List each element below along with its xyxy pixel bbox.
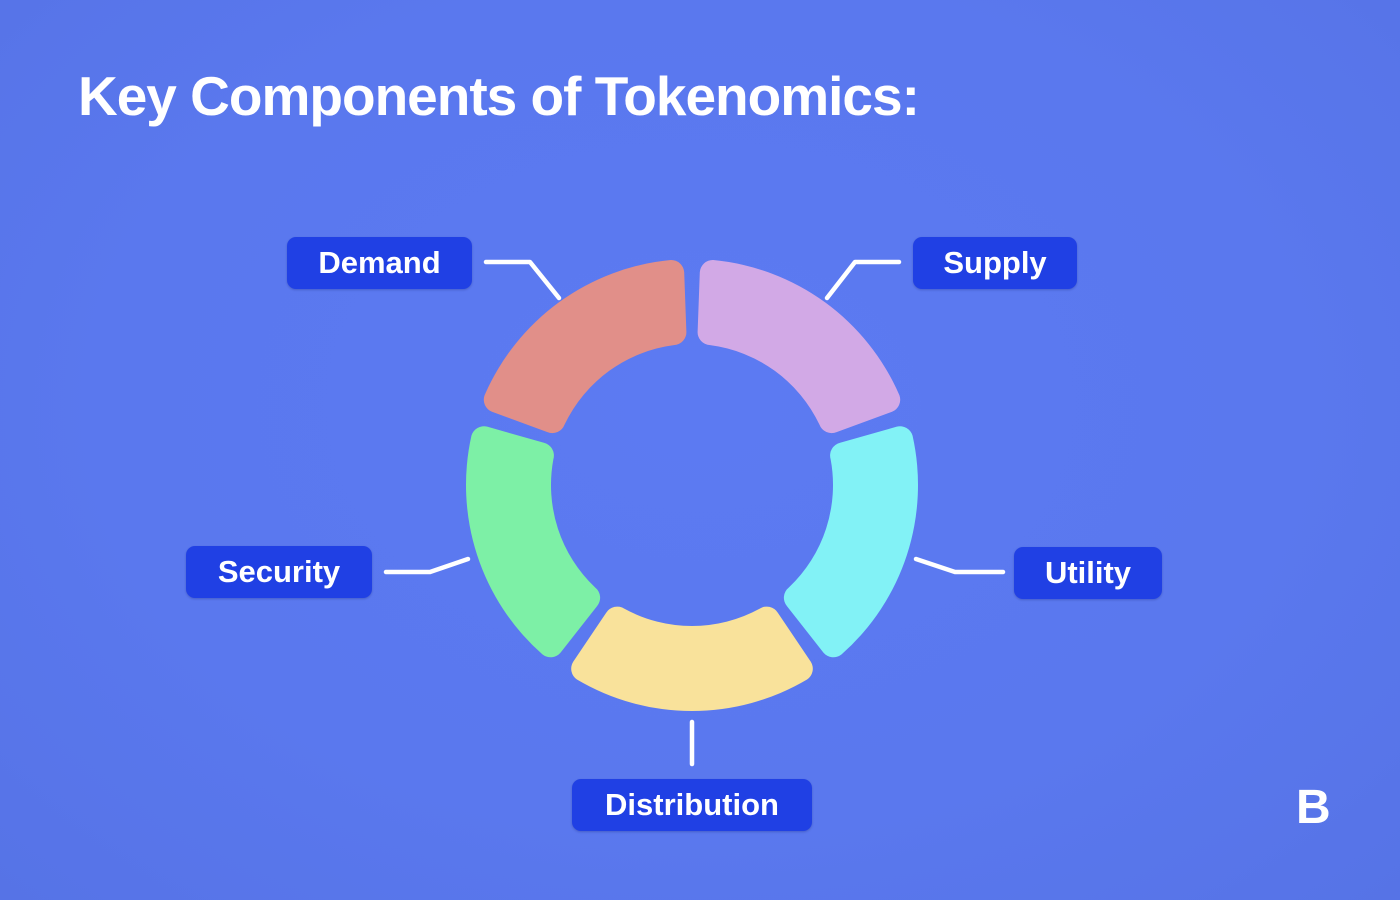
brand-logo-b: B bbox=[1296, 781, 1331, 834]
label-supply: Supply bbox=[913, 237, 1077, 289]
label-security: Security bbox=[186, 546, 372, 598]
donut-segment-supply bbox=[697, 259, 901, 434]
label-utility: Utility bbox=[1014, 547, 1162, 599]
connector-line-supply bbox=[824, 259, 902, 301]
label-distribution: Distribution bbox=[572, 779, 812, 831]
page-title: Key Components of Tokenomics: bbox=[78, 65, 920, 127]
donut-segment-utility bbox=[783, 426, 918, 658]
donut-segment-distribution bbox=[571, 606, 813, 712]
connector-line-demand bbox=[483, 259, 562, 301]
donut-segment-demand bbox=[483, 259, 687, 434]
donut-segment-security bbox=[466, 426, 601, 658]
donut-segments bbox=[466, 259, 918, 712]
connector-line-security bbox=[383, 556, 471, 575]
label-demand: Demand bbox=[287, 237, 472, 289]
connector-line-utility bbox=[913, 556, 1006, 575]
